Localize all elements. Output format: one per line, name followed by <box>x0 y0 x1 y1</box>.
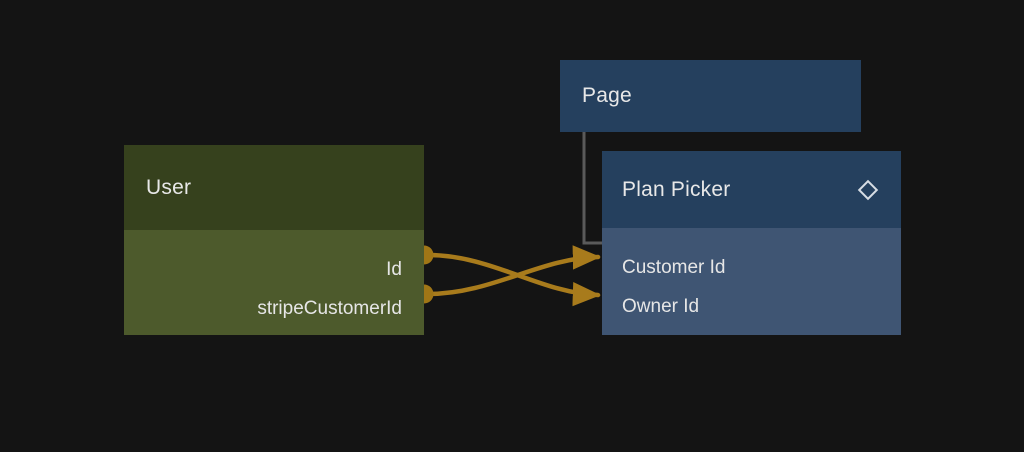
field-label-customer-id: Customer Id <box>622 256 726 278</box>
diamond-icon <box>857 179 879 201</box>
node-user-header: User <box>124 145 424 230</box>
field-label-stripecustomerid: stripeCustomerId <box>257 297 402 319</box>
field-row-customer-id[interactable]: Customer Id <box>602 248 901 287</box>
node-plan-picker-header: Plan Picker <box>602 151 901 228</box>
node-page[interactable]: Page <box>560 60 861 132</box>
node-plan-picker-body: Customer Id Owner Id <box>602 228 901 335</box>
node-user-body: Id stripeCustomerId <box>124 230 424 335</box>
node-page-title: Page <box>582 84 632 107</box>
field-label-id: Id <box>386 258 402 280</box>
node-user-title: User <box>146 175 192 199</box>
field-row-stripecustomerid[interactable]: stripeCustomerId <box>124 289 424 328</box>
field-row-id[interactable]: Id <box>124 250 424 289</box>
connector-stripecustomerid-to-customer-id <box>425 245 601 297</box>
field-row-owner-id[interactable]: Owner Id <box>602 287 901 326</box>
node-page-header: Page <box>560 60 861 132</box>
node-plan-picker-title: Plan Picker <box>622 177 731 201</box>
node-user[interactable]: User Id stripeCustomerId <box>124 145 424 335</box>
connector-page-to-plan-picker <box>582 131 606 245</box>
node-plan-picker[interactable]: Plan Picker Customer Id Owner Id <box>602 151 901 335</box>
field-label-owner-id: Owner Id <box>622 295 700 317</box>
connector-id-to-owner-id <box>425 252 601 307</box>
